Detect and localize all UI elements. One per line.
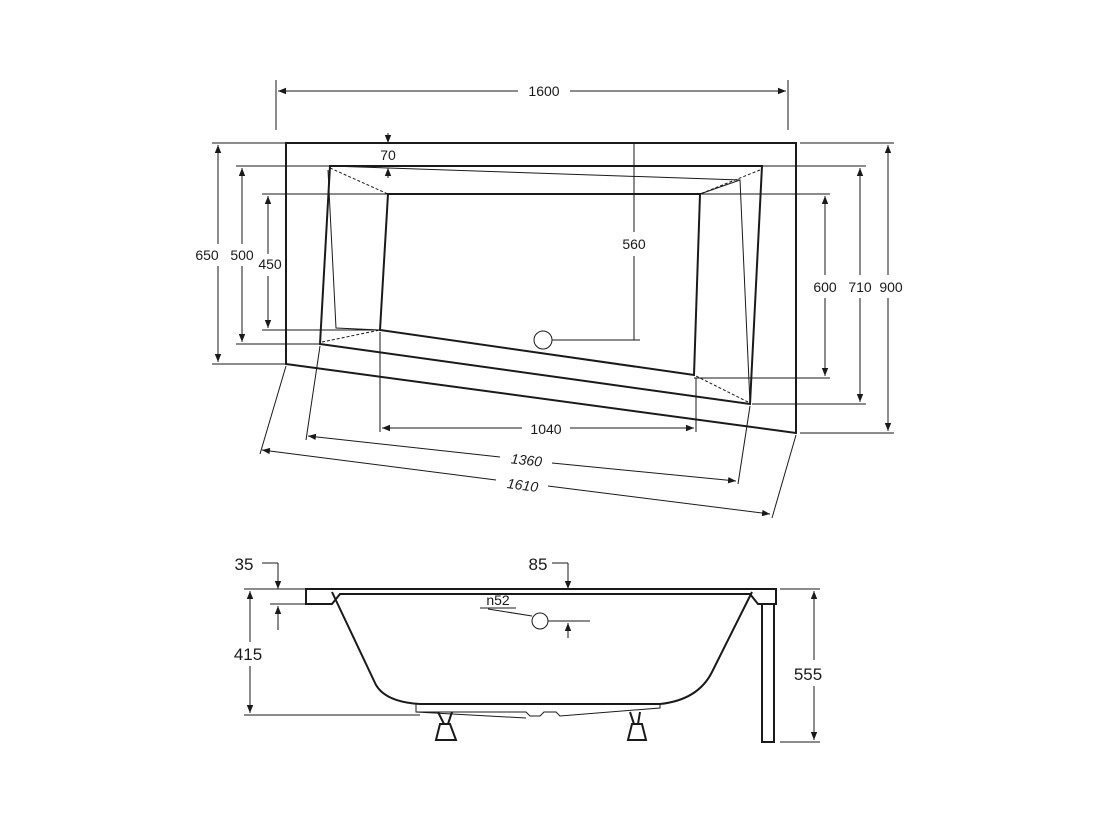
dim-bottom-mid: 1360 bbox=[510, 450, 543, 469]
ext-line bbox=[771, 434, 797, 519]
side-bottom-rail bbox=[415, 704, 661, 717]
dim-basin-depth: 415 bbox=[234, 645, 262, 664]
side-rim bbox=[305, 588, 777, 605]
dim-overall-width: 1600 bbox=[528, 83, 559, 99]
tub-left-bevel bbox=[327, 169, 381, 331]
dim-left-inner: 450 bbox=[258, 256, 282, 272]
support-leg bbox=[761, 603, 775, 743]
dim-total-height: 555 bbox=[794, 665, 822, 684]
drain-leader bbox=[487, 608, 533, 617]
side-basin bbox=[331, 591, 753, 705]
dim-bottom-inner: 1040 bbox=[530, 421, 561, 437]
right-foot bbox=[626, 711, 648, 741]
dim-left-mid: 500 bbox=[230, 247, 254, 263]
dim-line bbox=[547, 485, 771, 517]
side-rail-line bbox=[415, 711, 527, 719]
corner-dash-tr bbox=[699, 169, 761, 195]
dim-line bbox=[551, 462, 737, 484]
dim-line bbox=[261, 447, 497, 481]
dim-rim-offset: 70 bbox=[380, 147, 396, 163]
tub-rim-outline bbox=[318, 165, 764, 406]
ext-line bbox=[305, 345, 321, 441]
side-view: n52 35 85 415 555 bbox=[234, 555, 822, 743]
overflow-drain-circle bbox=[531, 612, 549, 630]
corner-dash-tl bbox=[329, 167, 389, 195]
dim-drain-diameter: n52 bbox=[486, 592, 510, 608]
ext-line bbox=[737, 405, 751, 485]
tub-basin-outline bbox=[378, 193, 702, 377]
dim-line bbox=[307, 433, 501, 458]
dim-drain-offset: 85 bbox=[529, 555, 548, 574]
dim-right-mid: 710 bbox=[848, 279, 872, 295]
dim-rim-thickness: 35 bbox=[235, 555, 254, 574]
dim-right-outer: 900 bbox=[879, 279, 903, 295]
ext-line bbox=[259, 365, 287, 455]
dim-bottom-outer: 1610 bbox=[506, 475, 539, 495]
corner-dash-br bbox=[693, 374, 749, 403]
drain-circle bbox=[533, 330, 553, 350]
left-foot bbox=[434, 711, 458, 741]
tub-bevel-line bbox=[329, 165, 751, 405]
dim-left-outer: 650 bbox=[195, 247, 219, 263]
corner-dash-bl bbox=[321, 329, 381, 343]
dim-right-inner: 600 bbox=[813, 279, 837, 295]
top-view: 1600 70 560 650 500 450 600 bbox=[195, 80, 903, 519]
tub-outer-outline bbox=[285, 142, 797, 435]
dim-inner-depth: 560 bbox=[622, 236, 646, 252]
